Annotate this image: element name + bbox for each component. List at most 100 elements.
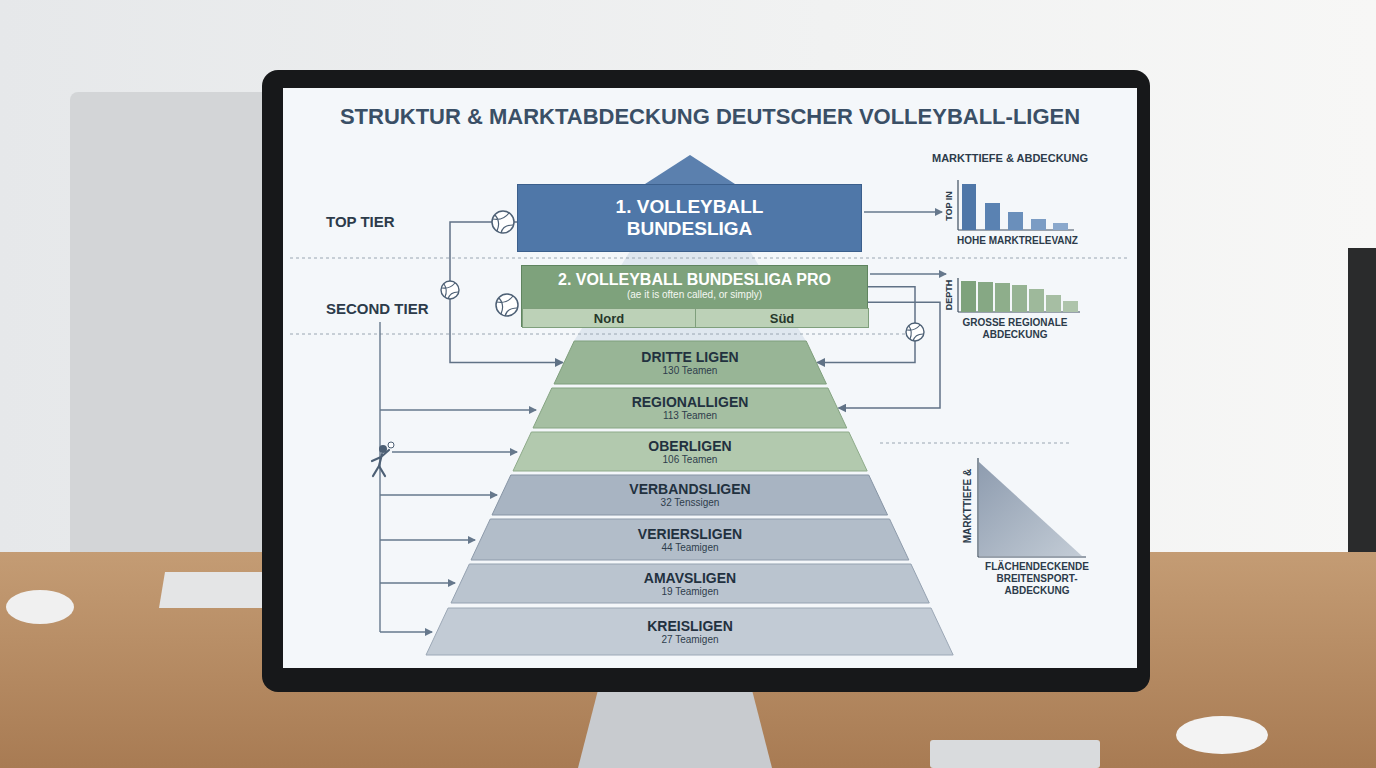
mouse [6,590,74,624]
band-trapezoid [471,519,909,560]
division-box: Süd [695,308,869,328]
chart-axis [957,278,958,312]
volleyball-icon [496,294,518,316]
pyramid-band: DRITTE LIGEN130 Teamen [554,341,826,384]
ball-outline [492,211,514,233]
monitor-stand [578,690,772,768]
division-box: Nord [522,308,696,328]
axis-label: MARKTTIEFE & [962,469,974,543]
pyramid-band: KREISLIGEN27 Teamigen [426,608,953,655]
node-title: VERIERSLIGEN [638,526,742,542]
bracket-arrow [380,631,432,632]
node-subtitle: 106 Teamen [663,454,718,466]
chart-bar [1012,285,1027,312]
bracket-arrow [392,451,517,452]
ball-outline [906,323,924,341]
keyboard [159,572,281,608]
node-title: VERBANDSLIGEN [629,481,750,497]
leader-arrow [864,211,942,212]
ball-seam [497,296,517,316]
chart-bar [961,281,976,312]
bracket-arrow [380,409,536,410]
chart-bar [1046,295,1061,312]
chart-caption: HOHE MARKTRELEVANZ [957,235,1078,247]
chart-title: MARKTTIEFE & ABDECKUNG [932,152,1088,165]
chart-bar [1063,301,1078,312]
pyramid-apex [645,155,735,184]
chart-axis [977,458,978,557]
bracket-arrow [380,494,497,495]
band-trapezoid [554,341,826,384]
player-body [372,450,389,476]
volleyball-icon [441,281,459,299]
chart-bar [985,203,1000,230]
wall [0,0,1376,560]
chart-caption: FLÄCHENDECKENDE BREITENSPORT-ABDECKUNG [978,561,1096,597]
volleyball-icon [492,211,514,233]
chart-axis [978,556,1086,557]
node-title: Süd [770,311,795,326]
chart-depth [958,278,1080,312]
chart-bar [962,184,976,230]
player-icon [372,442,394,476]
player-head [379,445,387,453]
side-monitor [1348,248,1376,553]
mouse [1176,716,1268,754]
bracket-arrow [380,539,475,540]
chart-axis [958,311,1080,312]
node-subtitle: 32 Tenssigen [661,497,720,509]
league-box: 1. VOLLEYBALL BUNDESLIGA [517,184,862,252]
tier-divider [290,334,905,335]
chart-bar [978,282,993,312]
pyramid-band: VERIERSLIGEN44 Teamigen [471,519,909,560]
band-trapezoid [426,608,953,655]
bracket-arrow [380,582,455,583]
chart-triangle [979,462,1082,556]
tier-divider [880,443,1070,444]
tier-label: SECOND TIER [326,300,429,317]
back-monitor [70,92,276,562]
diagram-title: STRUKTUR & MARKTABDECKUNG DEUTSCHER VOLL… [340,104,1080,130]
node-subtitle: 19 Teamigen [661,586,718,598]
band-trapezoid [513,432,867,471]
screen [283,88,1137,668]
pyramid-band: AMAVSLIGEN19 Teamigen [451,564,929,603]
node-subtitle: 27 Teamigen [661,634,718,646]
axis-label: TOP IN [944,191,955,221]
node-title: 2. VOLLEYBALL BUNDESLIGA PRO [558,271,831,289]
axis-label: DEPTH [944,280,955,311]
league-box: 2. VOLLEYBALL BUNDESLIGA PRO(ae it is of… [521,265,868,327]
node-title: Nord [594,311,624,326]
tier-divider [290,258,1130,259]
band-trapezoid [533,388,847,428]
chart-bar [995,283,1010,312]
keyboard [930,740,1100,768]
band-trapezoid [451,564,929,603]
node-title: KREISLIGEN [647,618,733,634]
node-subtitle: 113 Teamen [663,410,717,422]
chart-bar [1008,212,1023,230]
node-title: 1. VOLLEYBALL BUNDESLIGA [590,196,790,240]
monitor-bezel [262,70,1150,692]
ball-seam [907,325,923,341]
ball-seam [442,283,458,299]
leader-arrow [870,273,946,274]
chart-bar [1029,289,1044,312]
chart-bar [1053,223,1068,230]
bracket-line [379,322,380,632]
chart-caption: GROSSE REGIONALE ABDECKUNG [950,317,1080,341]
chart-bar [1031,219,1046,230]
chart-axis [958,229,1074,230]
node-title: DRITTE LIGEN [641,349,738,365]
pyramid-band: OBERLIGEN106 Teamen [513,432,867,471]
pyramid-band: REGIONALLIGEN113 Teamen [533,388,847,428]
node-subtitle: (ae it is often called, or simply) [627,289,762,301]
node-subtitle: 44 Teamigen [661,542,718,554]
ball-outline [441,281,459,299]
node-title: OBERLIGEN [648,438,731,454]
node-title: AMAVSLIGEN [644,570,736,586]
ball-outline [496,294,518,316]
chart-axis [957,180,958,230]
volleyball-icon [906,323,924,341]
